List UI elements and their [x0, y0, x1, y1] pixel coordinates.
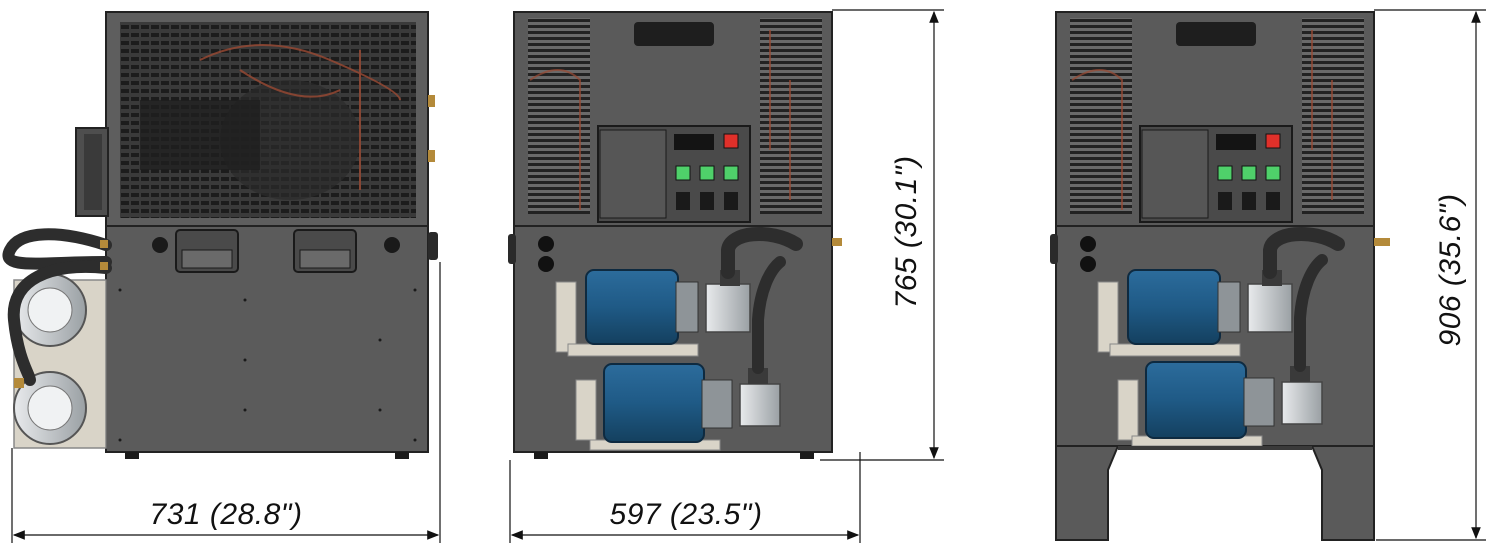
side-view: [2, 11, 438, 459]
front-green-switch-2: [699, 165, 715, 181]
front-hose-2: [752, 256, 786, 374]
side-hose-lower: [7, 260, 112, 386]
stand-leg-left: [1055, 445, 1120, 541]
stand-motor-top: [1127, 269, 1221, 345]
front-pump-top: [705, 283, 751, 333]
front-display: [674, 134, 714, 150]
front-hose-1: [721, 227, 803, 279]
stand-height-dimension: 906 (35.6"): [1374, 9, 1486, 541]
stand-view: [1050, 11, 1390, 541]
stand-leg-right: [1310, 445, 1375, 541]
front-width-dimension: 597 (23.5"): [509, 452, 861, 543]
front-green-switch-1: [675, 165, 691, 181]
side-lower-cabinet: [105, 225, 429, 453]
front-height-label: 765 (30.1"): [890, 156, 923, 309]
stand-top-handle: [1176, 22, 1256, 46]
copper-tubing: [199, 44, 401, 190]
front-red-switch: [723, 133, 739, 149]
stand-motor-bottom: [1145, 361, 1247, 439]
side-width-dimension: 731 (28.8"): [11, 262, 441, 543]
stand-red-switch: [1265, 133, 1281, 149]
front-green-switch-3: [723, 165, 739, 181]
stand-height-label: 906 (35.6"): [1434, 194, 1467, 347]
front-motor-top: [585, 269, 679, 345]
front-width-label: 597 (23.5"): [610, 498, 763, 531]
front-height-dimension: 765 (30.1"): [820, 9, 944, 461]
front-pump-bottom: [739, 383, 781, 427]
front-motor-bottom: [603, 363, 705, 443]
side-hose-upper: [2, 228, 112, 270]
side-width-label: 731 (28.8"): [150, 498, 303, 531]
compressor-silhouette: [140, 100, 260, 170]
front-top-handle: [634, 22, 714, 46]
front-view: [508, 11, 842, 459]
